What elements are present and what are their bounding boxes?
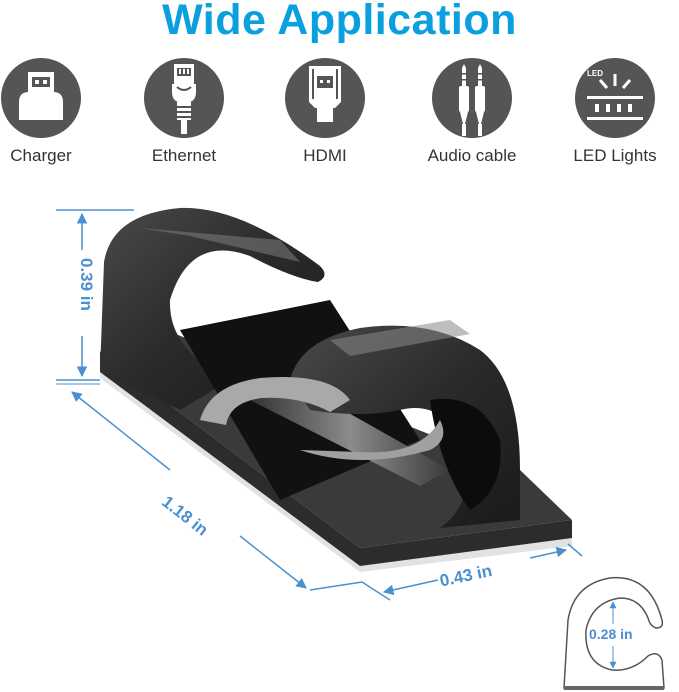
application-label: Charger bbox=[10, 146, 72, 165]
application-hdmi: HDMI bbox=[270, 58, 380, 166]
usb-charger-icon bbox=[1, 58, 81, 138]
application-audio-cable: Audio cable bbox=[417, 58, 527, 166]
application-ethernet: Ethernet bbox=[129, 58, 239, 166]
led-badge: LED bbox=[587, 69, 603, 78]
page-title: Wide Application bbox=[162, 0, 517, 44]
audio-jack-icon bbox=[432, 58, 512, 138]
application-label: LED Lights bbox=[573, 146, 657, 165]
clip-profile-diagram bbox=[563, 576, 665, 690]
application-label: HDMI bbox=[303, 146, 347, 165]
application-label: Ethernet bbox=[151, 146, 217, 165]
application-label: Audio cable bbox=[427, 146, 517, 165]
application-led-lights: LED LED Lights bbox=[560, 58, 670, 166]
led-strip-icon: LED bbox=[575, 58, 655, 138]
dimension-opening-label: 0.28 in bbox=[589, 626, 633, 642]
hdmi-plug-icon bbox=[285, 58, 365, 138]
application-charger: Charger bbox=[0, 58, 96, 166]
dimension-height-label: 0.39 in bbox=[77, 258, 96, 311]
ethernet-plug-icon bbox=[144, 58, 224, 138]
